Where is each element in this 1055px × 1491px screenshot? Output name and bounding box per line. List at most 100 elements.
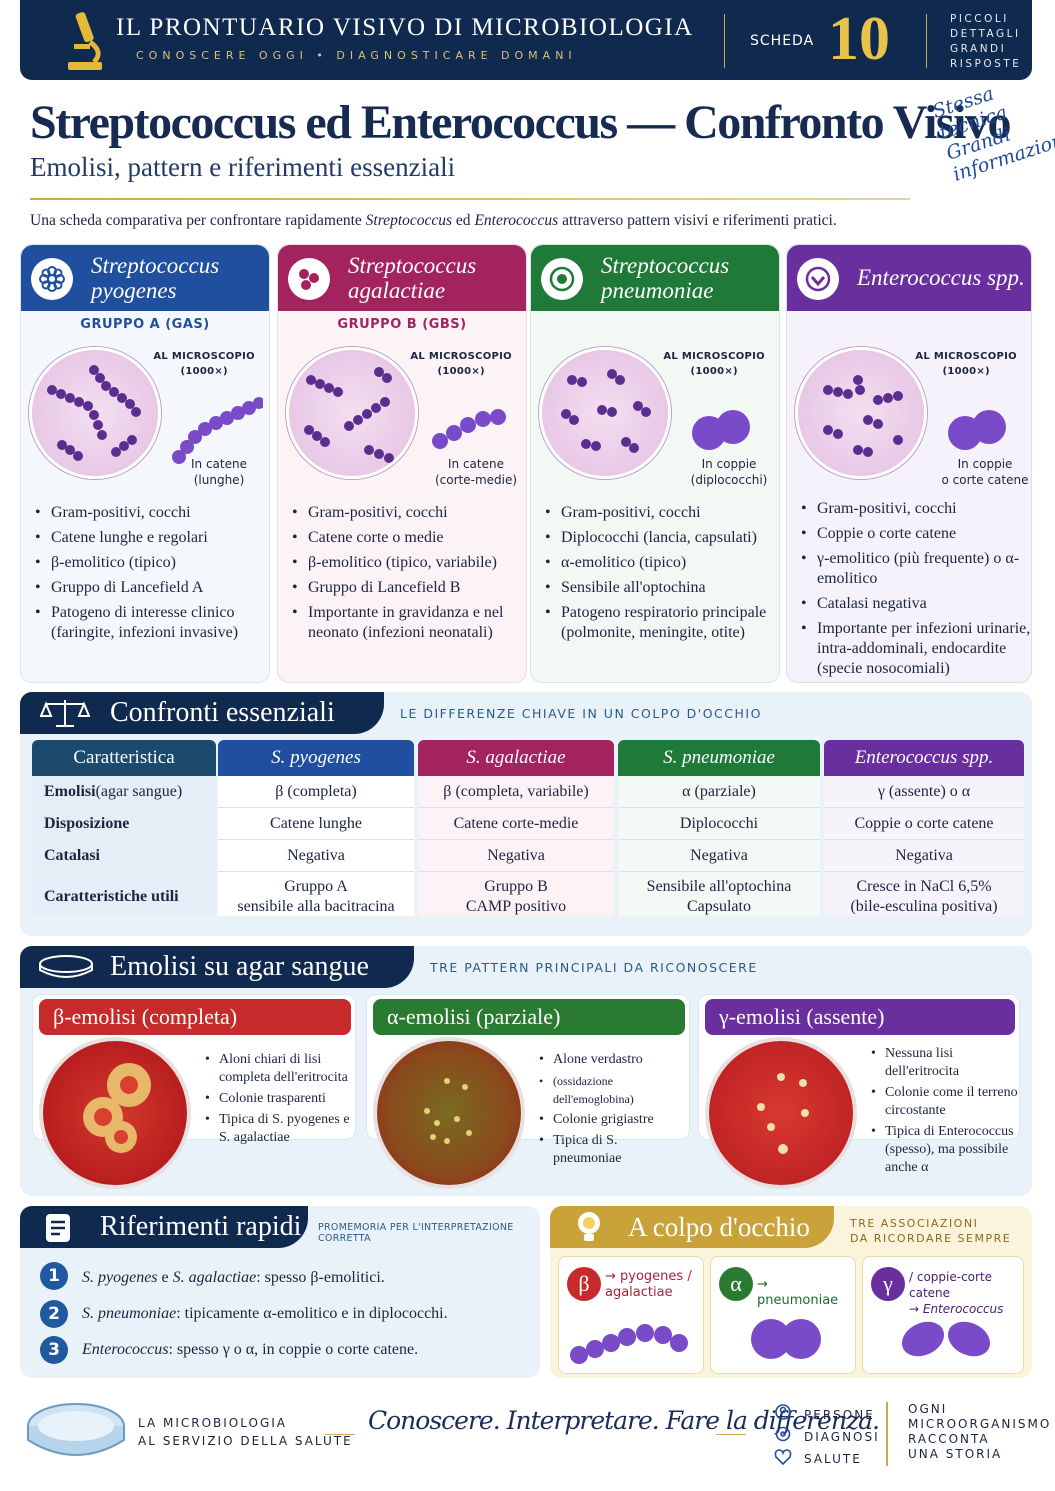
table-cell: Negativa [824, 840, 1024, 872]
microscope-view [795, 347, 927, 479]
lightbulb-icon [578, 1212, 600, 1241]
arrangement-label: In catene(lunghe) [191, 457, 247, 487]
petri-dish-icon [27, 1403, 125, 1456]
table-cell: β (completa) [218, 776, 414, 808]
divider [325, 1434, 355, 1435]
glance-text: / coppie-corte catene→ Enterococcus [909, 1270, 1004, 1316]
alpha-symbol: α [719, 1267, 753, 1301]
refs-subtitle: PROMEMORIA PER L'INTERPRETAZIONE CORRETT… [318, 1222, 514, 1244]
glance-beta: β → pyogenes /agalactiae [558, 1256, 704, 1374]
blood-agar-plate [43, 1041, 187, 1185]
beta-hemolysis-box: β-emolisi (completa) Aloni chiari di lis… [32, 994, 356, 1185]
header-tagline: CONOSCERE OGGI • DIAGNOSTICARE DOMANI [136, 49, 577, 62]
microscope-icon [68, 12, 102, 70]
ref-item: S. pneumoniae: tipicamente α-emolitico e… [82, 1305, 448, 1322]
col-header: S. agalactiae [418, 740, 614, 776]
col-header: S. pneumoniae [618, 740, 820, 776]
divider [716, 1434, 746, 1435]
page-subtitle: Emolisi, pattern e riferimenti essenzial… [30, 152, 456, 182]
footer-icons [774, 1404, 792, 1468]
oval-pair-illustration [901, 1321, 991, 1357]
chain-illustration [432, 409, 506, 449]
row-label: Caratteristiche utili [44, 888, 179, 905]
col-bg [418, 776, 614, 916]
table-cell: Coppie o corte catene [824, 808, 1024, 840]
col-bg [618, 776, 820, 916]
table-cell: Gruppo A sensibile alla bacitracina [237, 878, 395, 915]
arrangement-label: In catene(corte-medie) [434, 457, 518, 487]
box-title: β-emolisi (completa) [39, 999, 351, 1035]
scheda-label: SCHEDA [750, 33, 815, 49]
table-cell: Sensibile all'optochina Capsulato [646, 878, 792, 915]
table-cell: Gruppo B CAMP positivo [465, 878, 567, 915]
table-cell: Catene lunghe [218, 808, 414, 840]
microscope-label: AL MICROSCOPIO(1000×) [153, 351, 255, 377]
blood-agar-plate [377, 1041, 521, 1185]
diplococci-illustration [751, 1319, 821, 1359]
petri-dish-icon [39, 955, 93, 978]
microscope-view [539, 347, 671, 479]
col-header: Caratteristica [32, 740, 216, 776]
card-bullets: Gram-positivi, cocchiDiplococchi (lancia… [543, 503, 775, 648]
cocci-icon [288, 258, 330, 300]
col-header: Enterococcus spp. [824, 740, 1024, 776]
refs-title: Riferimenti rapidi [20, 1206, 308, 1248]
ref-number: 2 [40, 1300, 68, 1328]
ref-number: 1 [40, 1262, 68, 1290]
title-underline [30, 198, 910, 200]
table-cell: Catene corte-medie [418, 808, 614, 840]
arrangement-label: In coppie(diplococchi) [690, 457, 768, 487]
box-bullets: Aloni chiari di lisi completa dell'eritr… [203, 1051, 353, 1150]
blood-agar-plate [709, 1041, 853, 1185]
compare-title: Confronti essenziali [20, 692, 384, 734]
flower-icon [31, 258, 73, 300]
col-bg [824, 776, 1024, 916]
table-cell: Diplococchi [618, 808, 820, 840]
capsule-icon [541, 258, 583, 300]
box-title: γ-emolisi (assente) [705, 999, 1015, 1035]
balance-icon [40, 700, 90, 727]
ref-number: 3 [40, 1336, 68, 1364]
row-label: Emolisi (agar sangue) [44, 783, 183, 800]
divider [886, 1402, 888, 1466]
ref-item: Enterococcus: spesso γ o α, in coppie o … [82, 1341, 419, 1358]
chain-illustration [570, 1324, 688, 1364]
glance-title: A colpo d'occhio [550, 1206, 834, 1248]
table-cell: β (completa, variabile) [418, 776, 614, 808]
card-name: Enterococcus spp. [857, 265, 1025, 290]
microscope-view [29, 347, 161, 479]
box-title: α-emolisi (parziale) [373, 999, 685, 1035]
chain-illustration [172, 397, 263, 464]
microscope-label: AL MICROSCOPIO(1000×) [663, 351, 765, 377]
card-bullets: Gram-positivi, cocchiCatene lunghe e reg… [33, 503, 265, 648]
col-header: S. pyogenes [218, 740, 414, 776]
box-bullets: Nessuna lisi dell'eritrocitaColonie come… [869, 1045, 1019, 1180]
row-label: Disposizione [44, 815, 130, 832]
document-icon [46, 1214, 70, 1242]
header-title: IL PRONTUARIO VISIVO DI MICROBIOLOGIA [116, 14, 694, 41]
card-bullets: Gram-positivi, cocchiCatene corte o medi… [290, 503, 522, 648]
hemolysis-subtitle: TRE PATTERN PRINCIPALI DA RICONOSCERE [430, 960, 758, 975]
intro-text: Una scheda comparativa per confrontare r… [30, 212, 837, 229]
scheda-number: 10 [828, 5, 890, 73]
ref-item: S. pyogenes e S. agalactiae: spesso β-em… [82, 1269, 385, 1286]
glance-alpha: α → pneumoniae [710, 1256, 856, 1374]
divider [724, 14, 725, 68]
table-cell: Negativa [418, 840, 614, 872]
